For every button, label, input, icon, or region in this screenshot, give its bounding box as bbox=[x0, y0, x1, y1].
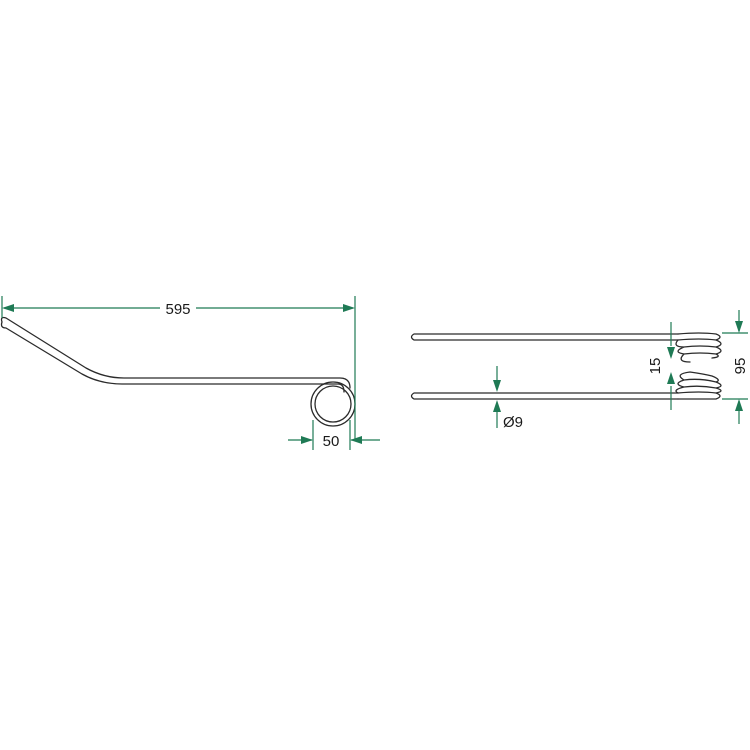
upper-coil bbox=[675, 332, 722, 363]
length-label: 595 bbox=[165, 301, 190, 318]
tine-side-outline bbox=[0, 316, 351, 393]
total-width-dimension: 95 bbox=[722, 310, 749, 424]
total-width-label: 95 bbox=[732, 358, 749, 375]
coil-diameter-dimension: 50 bbox=[288, 420, 380, 450]
side-view bbox=[0, 316, 356, 427]
leg-spacing-dimension: 15 bbox=[647, 322, 675, 410]
coil-outer bbox=[310, 381, 356, 427]
leg-spacing-label: 15 bbox=[647, 358, 664, 375]
top-view bbox=[410, 332, 722, 400]
wire-diameter-dimension: Ø9 bbox=[493, 366, 523, 431]
coil-inner bbox=[314, 385, 352, 423]
lower-coil bbox=[675, 371, 722, 400]
coil-diameter-label: 50 bbox=[323, 433, 340, 450]
upper-leg bbox=[410, 333, 679, 341]
lower-leg bbox=[410, 392, 679, 400]
length-dimension: 595 bbox=[1, 296, 356, 440]
wire-diameter-label: Ø9 bbox=[503, 414, 523, 431]
